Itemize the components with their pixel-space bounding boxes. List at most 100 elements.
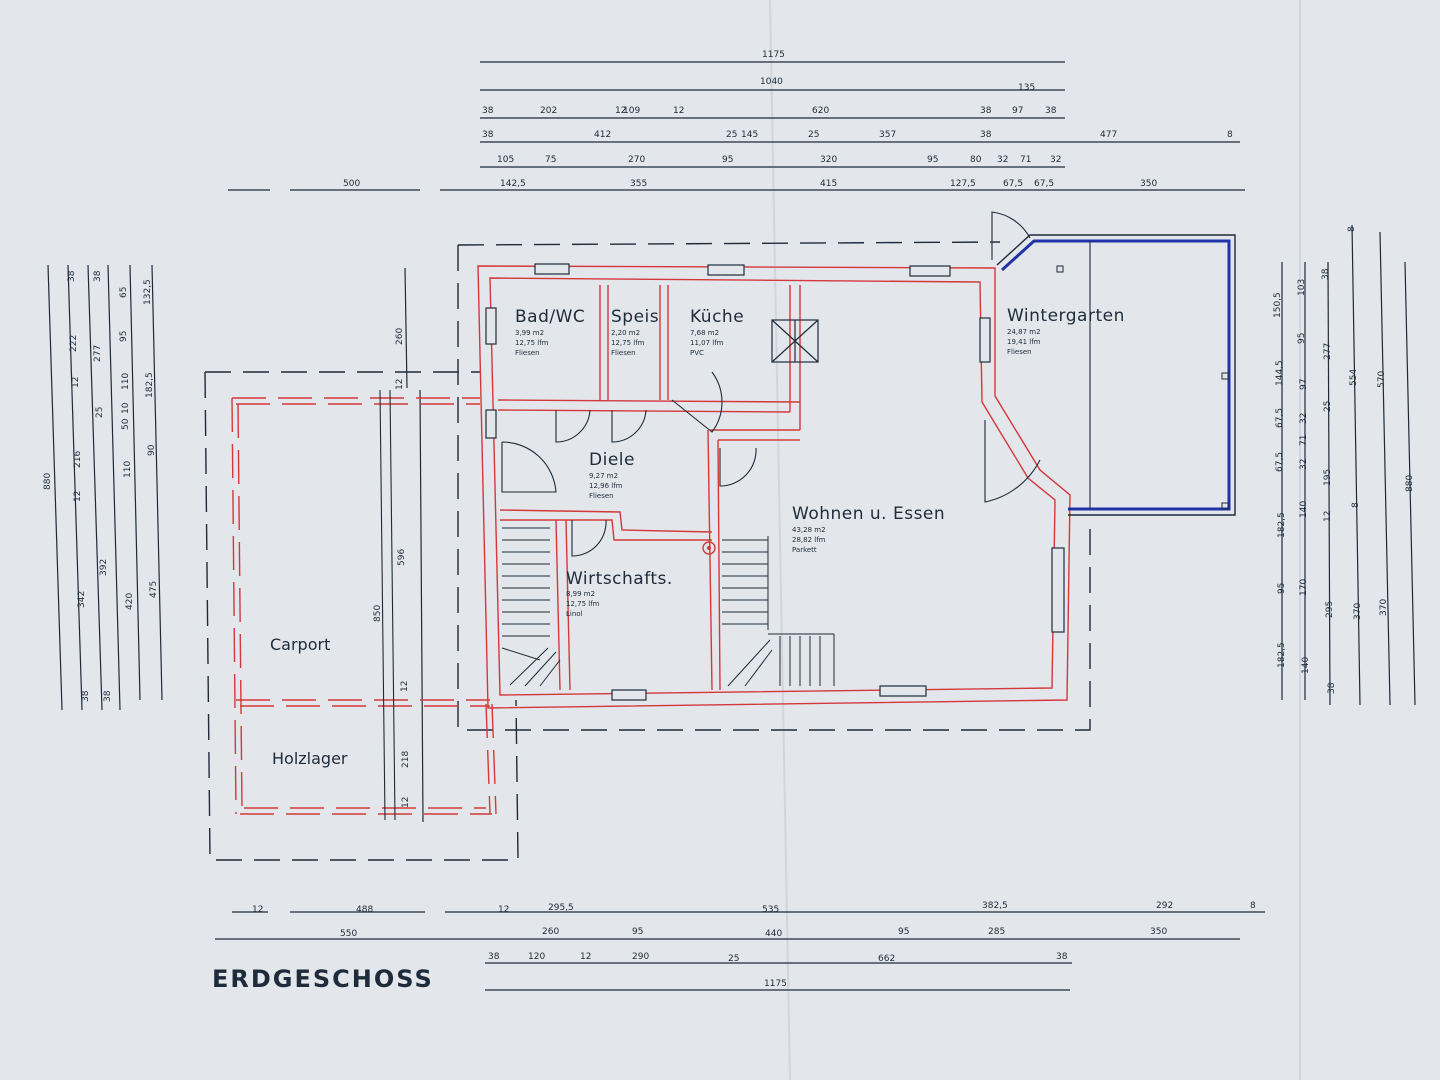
room-wohnen-essen: Wohnen u. Essen 43,28 m2 28,82 lfm Parke… (792, 504, 945, 554)
top-dim-label: 109 (623, 106, 640, 116)
carport-dim-label: 596 (397, 549, 407, 566)
chimney-symbol (702, 541, 716, 555)
right-dim-label: 370 (1379, 599, 1389, 616)
room-floor: Parkett (792, 546, 817, 554)
room-name: Wintergarten (1007, 306, 1125, 326)
chimney-symbol-dot (707, 546, 711, 550)
left-dim-label: 110 (123, 461, 133, 478)
left-dim-label: 222 (69, 335, 79, 352)
right-dim-label: 295 (1325, 601, 1335, 618)
top-dim-label: 67,5 (1003, 179, 1023, 189)
left-dim-label: 880 (43, 473, 53, 490)
bottom-dim-label: 95 (898, 927, 909, 937)
right-dim-label: 554 (1349, 369, 1359, 386)
right-dimension-labels: 150,5 144,5 67,5 67,5 182,5 95 182,5 103… (1273, 226, 1415, 694)
right-dim-label: 8 (1351, 502, 1361, 508)
bottom-dim-label: 535 (762, 905, 779, 915)
top-dim-label: 67,5 (1034, 179, 1054, 189)
room-floor: Fliesen (1007, 348, 1032, 356)
room-area: 7,68 m2 (690, 329, 719, 337)
room-diele: Diele 9,27 m2 12,96 lfm Fliesen (589, 450, 635, 500)
carport-label: Carport (270, 635, 330, 654)
left-dim-label: 50 (121, 418, 131, 430)
left-dim-label: 277 (93, 345, 103, 362)
room-bad-wc: Bad/WC 3,99 m2 12,75 lfm Fliesen (515, 307, 585, 357)
room-name: Wirtschafts. (566, 569, 673, 589)
bottom-dim-label: 38 (488, 952, 500, 962)
carport-posts (379, 389, 396, 821)
top-dimension-chains (228, 61, 1245, 191)
top-dim-label: 320 (820, 155, 837, 165)
room-floor: Fliesen (515, 349, 540, 357)
top-dim-label: 270 (628, 155, 645, 165)
top-dim-label: 38 (482, 106, 494, 116)
right-dim-label: 71 (1299, 435, 1309, 446)
room-area: 43,28 m2 (792, 526, 826, 534)
top-dim-label: 142,5 (500, 179, 526, 189)
left-dim-label: 216 (73, 451, 83, 468)
room-wintergarten: Wintergarten 24,87 m2 19,41 lfm Fliesen (1007, 306, 1125, 356)
top-dim-label: 620 (812, 106, 829, 116)
right-dim-label: 170 (1299, 579, 1309, 596)
left-dim-label: 110 (121, 373, 131, 390)
top-dim-label: 75 (545, 155, 556, 165)
left-dim-label: 342 (77, 591, 87, 608)
top-dim-label: 127,5 (950, 179, 976, 189)
right-dim-label: 32 (1299, 413, 1309, 424)
room-area: 3,99 m2 (515, 329, 544, 337)
bottom-dimension-chains (215, 911, 1265, 991)
top-dim-label: 97 (1012, 106, 1023, 116)
top-dim-label: 95 (722, 155, 733, 165)
right-dim-label: 370 (1353, 603, 1363, 620)
carport-dim-label: 12 (401, 797, 411, 808)
top-dim-label: 12 (673, 106, 684, 116)
wintergarten-glazing (996, 234, 1236, 516)
bottom-dim-label: 550 (340, 929, 357, 939)
carport-dim-label: 260 (395, 328, 405, 345)
bottom-dim-label: 8 (1250, 901, 1256, 911)
right-dim-label: 38 (1321, 268, 1331, 280)
top-dim-label: 38 (1045, 106, 1057, 116)
bottom-dim-label: 488 (356, 905, 373, 915)
bottom-dim-label: 12 (252, 905, 263, 915)
top-dim-label: 32 (1050, 155, 1061, 165)
room-perimeter: 19,41 lfm (1007, 338, 1041, 346)
carport-dim-label: 12 (400, 681, 410, 692)
left-dim-label: 25 (95, 407, 105, 418)
room-name: Wohnen u. Essen (792, 504, 945, 524)
left-dim-label: 38 (67, 270, 77, 282)
right-dim-label: 67,5 (1275, 452, 1285, 472)
right-dim-label: 195 (1323, 469, 1333, 486)
left-dim-label: 132,5 (143, 279, 153, 305)
right-dim-label: 95 (1297, 333, 1307, 344)
right-dim-label: 12 (1323, 511, 1333, 522)
bottom-dim-label: 25 (728, 954, 739, 964)
top-dimension-labels: 1175 1040 135 38 202 12 109 12 620 38 97… (343, 50, 1233, 189)
right-dim-label: 38 (1327, 682, 1337, 694)
left-dimension-labels: 880 38 12 342 38 222 12 216 38 277 25 39… (43, 270, 411, 808)
bottom-dim-label: 382,5 (982, 901, 1008, 911)
room-name: Diele (589, 450, 635, 470)
right-dim-label: 8 (1347, 226, 1357, 232)
bottom-dim-label: 662 (878, 954, 895, 964)
left-dim-label: 475 (149, 581, 159, 598)
right-dim-label: 25 (1323, 401, 1333, 412)
right-dim-label: 140 (1301, 657, 1311, 674)
bottom-dim-label: 260 (542, 927, 559, 937)
left-dim-label: 12 (73, 491, 83, 502)
top-dim-label: 38 (980, 106, 992, 116)
bottom-dim-label: 290 (632, 952, 649, 962)
room-name: Speis (611, 307, 659, 327)
bottom-dim-label: 38 (1056, 952, 1068, 962)
room-speis: Speis 2,20 m2 12,75 lfm Fliesen (611, 307, 659, 357)
left-dim-label: 10 (121, 402, 131, 414)
right-dim-label: 182,5 (1277, 512, 1287, 538)
left-dim-label: 38 (103, 690, 113, 702)
door-swings (501, 211, 1041, 557)
right-dimension-chains (1281, 224, 1416, 706)
carport-dim-label: 12 (395, 379, 405, 390)
left-dim-label: 38 (93, 270, 103, 282)
room-wirtschafts: Wirtschafts. 8,99 m2 12,75 lfm Linol (566, 569, 673, 618)
top-dim-label: 12 (615, 106, 626, 116)
top-dim-label: 95 (927, 155, 938, 165)
